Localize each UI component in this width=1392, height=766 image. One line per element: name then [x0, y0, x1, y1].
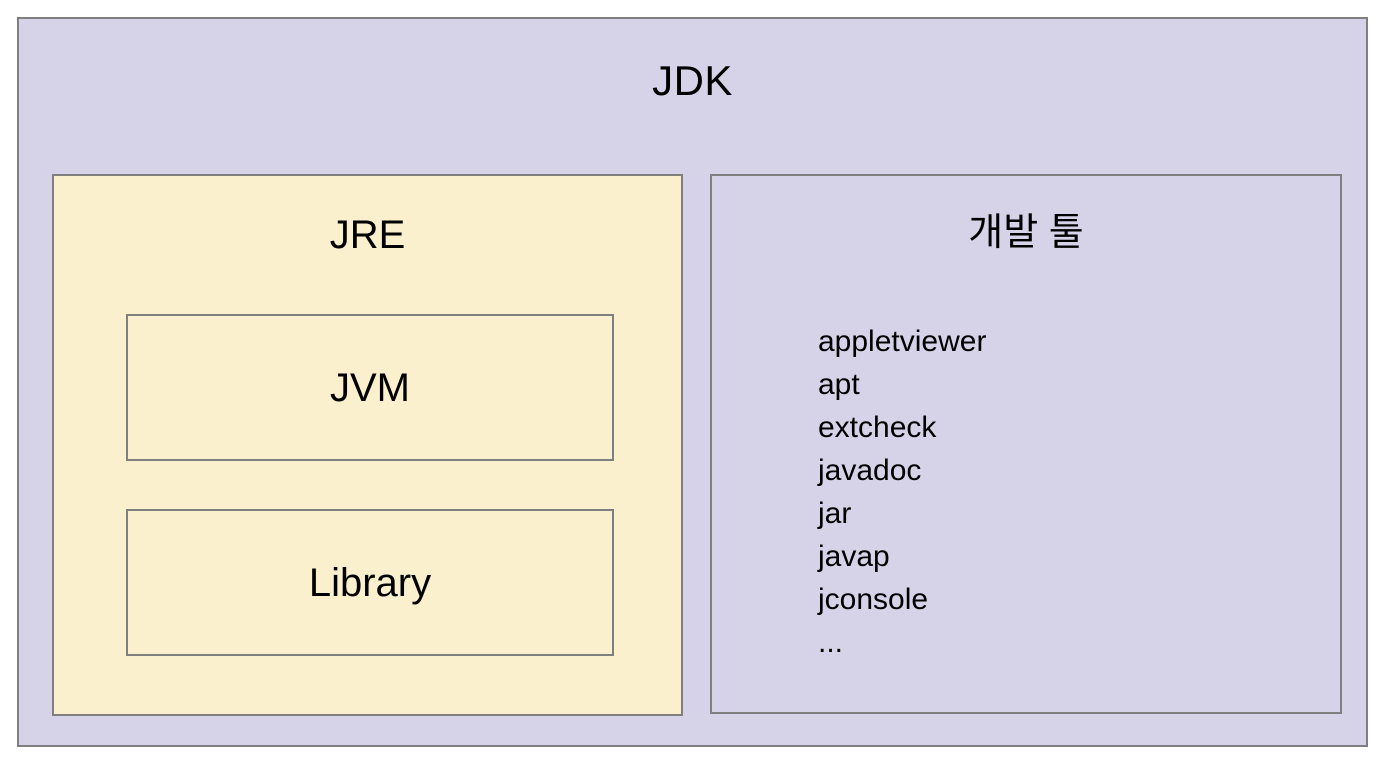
dev-tools-container: 개발 툴 appletviewer apt extcheck javadoc j…: [710, 174, 1342, 714]
library-box: Library: [126, 509, 614, 656]
list-item: extcheck: [818, 411, 937, 444]
dev-tools-list: appletviewer apt extcheck javadoc jar ja…: [818, 320, 986, 664]
list-item: javadoc: [818, 454, 922, 487]
list-item: apt: [818, 368, 860, 401]
list-item: javap: [818, 540, 890, 573]
jre-title: JRE: [329, 213, 406, 257]
list-item: appletviewer: [818, 325, 987, 358]
jdk-title: JDK: [652, 57, 733, 104]
list-item: jconsole: [818, 583, 929, 616]
list-item: jar: [818, 497, 852, 530]
jvm-label: JVM: [330, 365, 410, 410]
dev-tools-title: 개발 툴: [968, 212, 1084, 254]
jdk-container: JDK JRE JVM Library 개발 툴 appletviewer ap…: [17, 17, 1368, 747]
library-label: Library: [308, 560, 432, 605]
jvm-box: JVM: [126, 314, 614, 461]
jre-container: JRE JVM Library: [52, 174, 683, 716]
list-item: ...: [818, 626, 844, 659]
